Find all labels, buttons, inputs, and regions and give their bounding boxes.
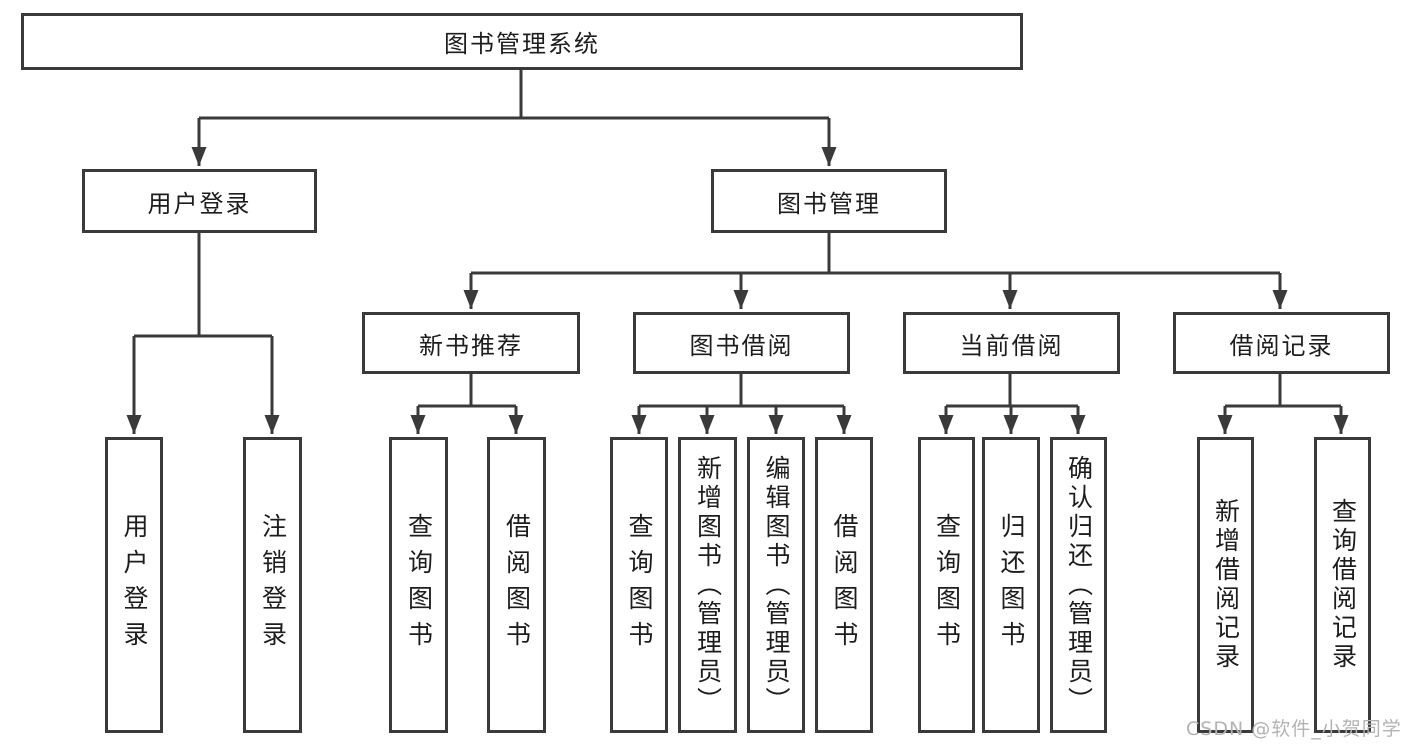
node-root: 图书管理系统 [21, 13, 1023, 70]
node-borrowing-records: 借阅记录 [1173, 312, 1390, 374]
leaf-query-books-newbook: 查询图书 [389, 437, 448, 733]
leaf-logout: 注销登录 [243, 437, 302, 733]
leaf-query-borrow-record: 查询借阅记录 [1314, 437, 1371, 733]
leaf-borrow-books-newbook: 借阅图书 [487, 437, 546, 733]
leaf-user-login: 用户登录 [105, 437, 163, 733]
node-user-login: 用户登录 [82, 169, 317, 233]
node-book-borrowing: 图书借阅 [633, 312, 850, 374]
leaf-add-books-admin: 新增图书（管理员） [678, 437, 737, 733]
leaf-confirm-return-admin: 确认归还（管理员） [1050, 437, 1107, 733]
leaf-return-books: 归还图书 [982, 437, 1040, 733]
leaf-add-borrow-record: 新增借阅记录 [1197, 437, 1254, 733]
leaf-query-books-borrowing: 查询图书 [610, 437, 668, 733]
leaf-query-books-current: 查询图书 [918, 437, 975, 733]
leaf-borrow-books-borrowing: 借阅图书 [815, 437, 873, 733]
node-book-management: 图书管理 [711, 169, 947, 233]
csdn-watermark: CSDN @软件_小贺同学 [1186, 718, 1402, 740]
node-new-book-recommend: 新书推荐 [362, 312, 580, 374]
node-current-borrowing: 当前借阅 [903, 312, 1120, 374]
leaf-edit-books-admin: 编辑图书（管理员） [747, 437, 805, 733]
